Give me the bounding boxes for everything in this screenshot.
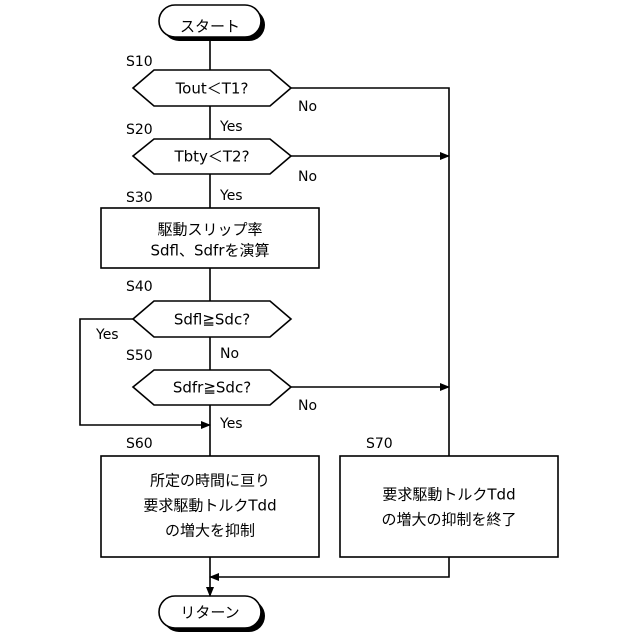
step-id-s20: S20 [126, 122, 153, 138]
decision-s50-text: Sdfr≧Sdc? [173, 379, 251, 397]
start-terminal: スタート [159, 5, 265, 41]
step-id-s30: S30 [126, 190, 153, 206]
process-s30-line-2: Sdfl、Sdfrを演算 [151, 242, 270, 260]
decision-s40: Sdfl≧Sdc? [133, 301, 291, 337]
decision-s10: Tout＜T1? [133, 70, 291, 106]
decision-s20-text: Tbty＜T2? [173, 148, 249, 166]
decision-s20: Tbty＜T2? [133, 139, 291, 174]
step-id-s40: S40 [126, 279, 153, 295]
step-id-s70: S70 [366, 436, 393, 452]
process-s60-line-3: の増大を抑制 [165, 522, 255, 540]
s50-yes-label: Yes [219, 416, 243, 432]
process-s60-line-1: 所定の時間に亘り [150, 472, 270, 490]
s40-yes-label: Yes [95, 327, 119, 343]
s40-no-label: No [220, 346, 239, 362]
s10-no-label: No [298, 99, 317, 115]
flow-s70-return [210, 557, 449, 577]
step-id-s60: S60 [126, 436, 153, 452]
process-s70-line-2: の増大の抑制を終了 [381, 511, 516, 529]
s20-no-label: No [298, 169, 317, 185]
step-id-s50: S50 [126, 348, 153, 364]
process-s70: 要求駆動トルクTdd の増大の抑制を終了 [340, 456, 558, 557]
process-s70-line-1: 要求駆動トルクTdd [382, 486, 515, 504]
step-id-s10: S10 [126, 54, 153, 70]
process-s30: 駆動スリップ率 Sdfl、Sdfrを演算 [101, 208, 319, 268]
process-s30-line-1: 駆動スリップ率 [157, 221, 262, 239]
s10-yes-label: Yes [219, 119, 243, 135]
decision-s40-text: Sdfl≧Sdc? [174, 311, 250, 329]
decision-s10-text: Tout＜T1? [175, 80, 249, 98]
end-label: リターン [180, 604, 239, 622]
s20-yes-label: Yes [219, 188, 243, 204]
s50-no-label: No [298, 398, 317, 414]
process-s60: 所定の時間に亘り 要求駆動トルクTdd の増大を抑制 [101, 456, 319, 557]
start-label: スタート [180, 18, 240, 36]
end-terminal: リターン [159, 596, 265, 632]
process-s60-line-2: 要求駆動トルクTdd [143, 497, 276, 515]
decision-s50: Sdfr≧Sdc? [133, 370, 291, 405]
